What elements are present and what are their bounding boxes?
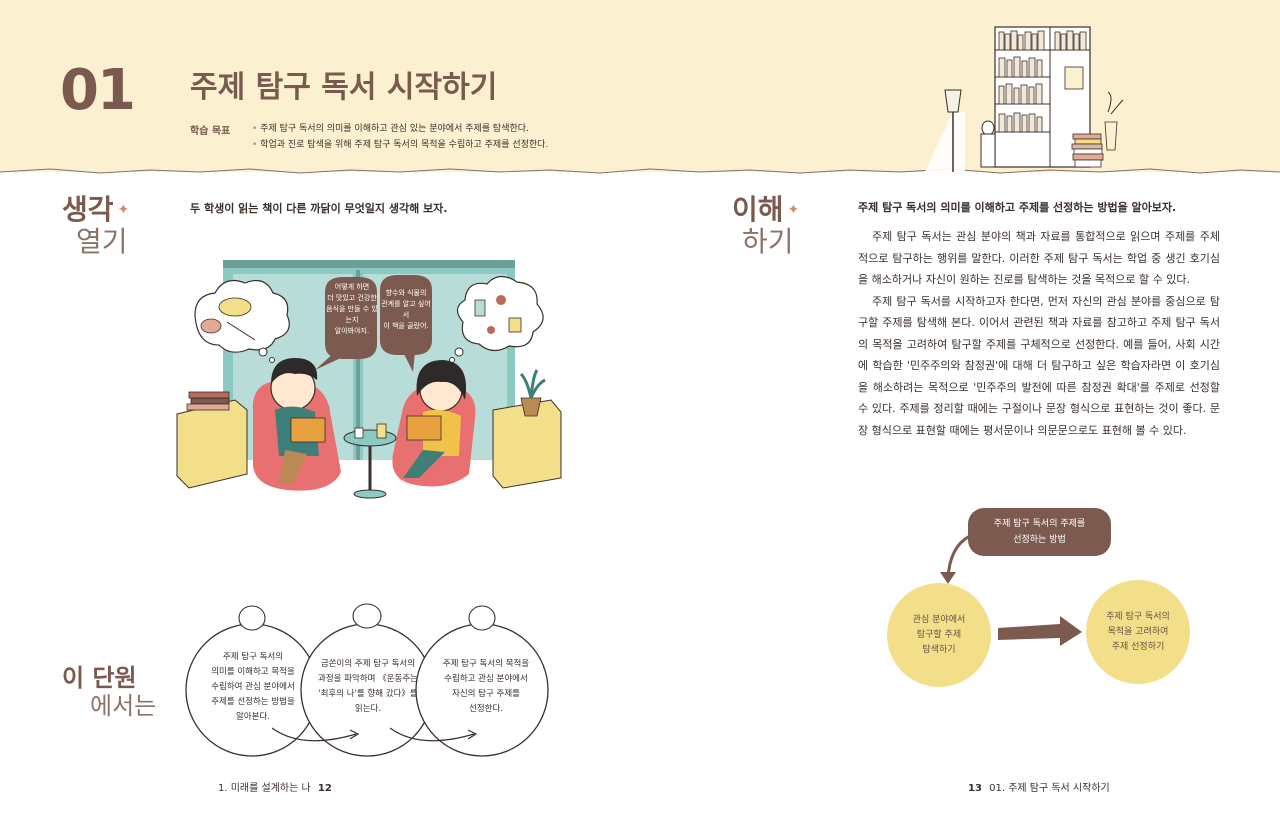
sparkle-icon: ✦ [117, 202, 130, 218]
footer-left: 1. 미래를 설계하는 나 12 [218, 779, 332, 794]
flow-box-line: 선정하는 방법 [1013, 535, 1066, 545]
circle-line: 읽는다. [354, 704, 382, 714]
flow-step-line: 관심 분야에서 [912, 614, 966, 625]
girl-speech-bubble-text: 향수와 식물의 관계를 알고 싶어서 이 책을 골랐어. [380, 288, 432, 332]
flow-title-box: 주제 탐구 독서의 주제를 선정하는 방법 [968, 508, 1111, 556]
section-title-line2: 하기 [742, 225, 794, 258]
flow-step-line: 주제 탐구 독서의 [1106, 611, 1170, 622]
flow-step-2: 주제 탐구 독서의 목적을 고려하여 주제 선정하기 [1086, 580, 1190, 684]
footer-right: 13 01. 주제 탐구 독서 시작하기 [968, 779, 1110, 794]
section-title-understand: 이해✦ 하기 [732, 194, 799, 258]
think-prompt: 두 학생이 읽는 책이 다른 까닭이 무엇일지 생각해 보자. [190, 202, 448, 215]
flow-arrows [940, 534, 1082, 646]
bubble-line: 음식을 만들 수 있는지 [326, 305, 378, 324]
section-title-think: 생각✦ 열기 [62, 194, 129, 258]
section-title-line2: 에서는 [90, 692, 157, 720]
circle-line: '최후의 나'를 향해 갔다》를 [318, 689, 418, 699]
perfume-thought-cloud [449, 275, 544, 363]
learning-goal-label: 학습 목표 [190, 126, 231, 137]
flow-step-line: 탐색하기 [922, 644, 956, 655]
chapter-number: 01 [60, 58, 136, 123]
page-number-right: 13 [968, 783, 982, 794]
section-title-line1: 생각 [62, 193, 114, 226]
section-title-line2: 열기 [76, 225, 128, 258]
learning-goal-item: 학업과 진로 탐색을 위해 주제 탐구 독서의 목적을 수립하고 주제를 선정한… [252, 137, 548, 153]
learning-goal-item: 주제 탐구 독서의 의미를 이해하고 관심 있는 분야에서 주제를 탐색한다. [252, 121, 548, 137]
circle-line: 의미를 이해하고 목적을 [211, 667, 295, 677]
flow-step-1: 관심 분야에서 탐구할 주제 탐색하기 [887, 583, 991, 687]
sparkle-icon: ✦ [787, 202, 800, 218]
understand-prompt: 주제 탐구 독서의 의미를 이해하고 주제를 선정하는 방법을 알아보자. [858, 201, 1177, 214]
boy-speech-bubble-text: 어떻게 하면 더 맛있고 건강한 음식을 만들 수 있는지 알아봐야지. [325, 282, 379, 337]
bubble-line: 관계를 알고 싶어서 [381, 300, 431, 319]
bubble-line: 어떻게 하면 [334, 283, 370, 291]
bubble-line: 더 맛있고 건강한 [327, 294, 377, 302]
circle-line: 자신의 탐구 주제를 [452, 689, 520, 699]
unit-circles-diagram [185, 603, 549, 757]
body-paragraph: 주제 탐구 독서는 관심 분야의 책과 자료를 통합적으로 읽으며 주제를 주체… [858, 230, 1220, 286]
circle-line: 선정한다. [469, 704, 503, 714]
section-title-line1: 이 단원 [62, 664, 137, 692]
circle-line: 주제 탐구 독서의 [222, 652, 284, 662]
circle-line: 수립하여 관심 분야에서 [211, 682, 295, 692]
section-title-unit: 이 단원 에서는 [62, 664, 156, 720]
bubble-line: 이 책을 골랐어. [383, 322, 429, 330]
flow-step-line: 탐구할 주제 [916, 629, 962, 640]
flow-step-line: 목적을 고려하여 [1107, 626, 1169, 637]
chapter-title: 주제 탐구 독서 시작하기 [190, 70, 498, 105]
circle-line: 과정을 파악하며 《운동주는 [318, 674, 418, 684]
food-thought-cloud [194, 280, 290, 363]
section-title-line1: 이해 [732, 193, 784, 226]
body-paragraph: 주제 탐구 독서를 시작하고자 한다면, 먼저 자신의 관심 분야를 중심으로 … [858, 294, 1220, 437]
flow-box-line: 주제 탐구 독서의 주제를 [993, 519, 1086, 529]
bookshelf-illustration [925, 26, 1124, 172]
students-reading-illustration [176, 260, 562, 499]
unit-circle-2-text: 금쏜이의 주제 탐구 독서의 과정을 파악하며 《운동주는 '최후의 나'를 향… [308, 657, 428, 717]
bubble-line: 향수와 식물의 [385, 289, 427, 297]
footer-left-text: 1. 미래를 설계하는 나 [218, 783, 311, 794]
body-text: 주제 탐구 독서는 관심 분야의 책과 자료를 통합적으로 읽으며 주제를 주체… [858, 226, 1220, 441]
circle-line: 금쏜이의 주제 탐구 독서의 [320, 659, 416, 669]
page-number-left: 12 [317, 783, 332, 794]
unit-circle-3-text: 주제 탐구 독서의 목적을 수립하고 관심 분야에서 자신의 탐구 주제를 선정… [428, 657, 544, 717]
learning-goal-list: 주제 탐구 독서의 의미를 이해하고 관심 있는 분야에서 주제를 탐색한다. … [252, 121, 548, 153]
unit-circle-1-text: 주제 탐구 독서의 의미를 이해하고 목적을 수립하여 관심 분야에서 주제를 … [198, 650, 308, 725]
bubble-line: 알아봐야지. [334, 327, 370, 335]
circle-line: 알아본다. [236, 712, 270, 722]
flow-step-line: 주제 선정하기 [1111, 641, 1165, 652]
circle-line: 주제를 선정하는 방법을 [211, 697, 295, 707]
circle-line: 수립하고 관심 분야에서 [444, 674, 528, 684]
circle-line: 주제 탐구 독서의 목적을 [442, 659, 530, 669]
footer-right-text: 01. 주제 탐구 독서 시작하기 [989, 783, 1110, 794]
